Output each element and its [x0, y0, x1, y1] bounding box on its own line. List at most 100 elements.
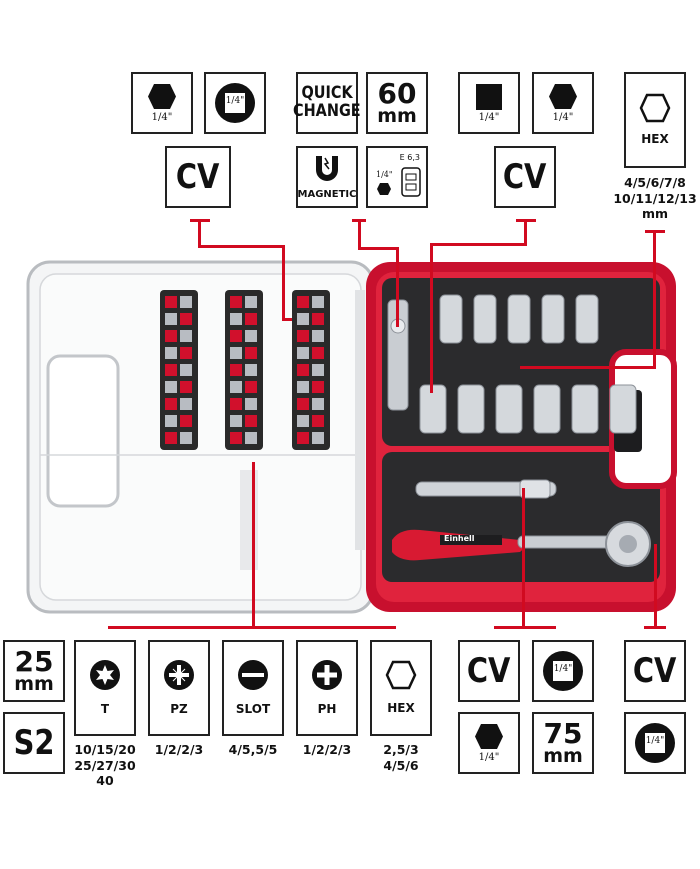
steel-grade-box: S2	[3, 712, 65, 774]
length-unit: mm	[543, 745, 583, 768]
screwdriver-bit	[180, 364, 192, 376]
screwdriver-bit	[180, 432, 192, 444]
screwdriver-bit	[180, 330, 192, 342]
extension-bar	[415, 479, 557, 499]
hex-holder-icon	[376, 182, 392, 196]
socket	[473, 294, 497, 344]
bit-length-box: 25 mm	[3, 640, 65, 702]
screwdriver-bit	[165, 381, 177, 393]
screwdriver-bit	[230, 364, 242, 376]
leader-line	[198, 219, 201, 247]
leader-line	[252, 462, 255, 628]
square-drive-size: 1/4"	[478, 111, 500, 123]
length-value: 75	[543, 716, 583, 750]
screwdriver-bit	[245, 432, 257, 444]
screwdriver-bit	[230, 347, 242, 359]
screwdriver-bit	[230, 398, 242, 410]
cv-box-bottom-b: CV	[624, 640, 686, 702]
cv-label: CV	[633, 651, 677, 691]
bit-length-unit: mm	[14, 673, 54, 696]
length-60mm-box: 60 mm	[366, 72, 428, 134]
screwdriver-bit	[230, 381, 242, 393]
hexagon-icon	[147, 83, 177, 110]
ratchet	[392, 521, 651, 567]
screwdriver-bit	[230, 296, 242, 308]
screwdriver-bit	[297, 330, 309, 342]
screwdriver-bit	[297, 364, 309, 376]
steel-grade: S2	[13, 723, 55, 763]
screwdriver-bit	[165, 398, 177, 410]
hex-bit-size: 1/4"	[151, 112, 173, 123]
leader-line	[520, 366, 656, 369]
screwdriver-bit	[297, 415, 309, 427]
bit-length-value: 25	[14, 644, 54, 678]
hex-drive-size: 1/4"	[478, 752, 500, 763]
screwdriver-bit	[230, 313, 242, 325]
length-value: 60	[377, 76, 417, 110]
hex-bit-sizes: 2,5/3 4/5/6	[383, 742, 419, 773]
socket	[457, 384, 485, 434]
bit-type-slot: SLOT	[222, 640, 284, 736]
hex-sizes-box: HEX	[624, 72, 686, 168]
hex-socket-box: 1/4"	[532, 72, 594, 134]
transparent-lid	[26, 260, 375, 614]
bit-type-hex: HEX	[370, 640, 432, 736]
cv-label: CV	[176, 157, 220, 197]
screwdriver-bit	[230, 415, 242, 427]
phillips-icon	[311, 659, 343, 691]
hex-label: HEX	[641, 132, 669, 147]
screwdriver-bit	[297, 398, 309, 410]
screwdriver-bit	[312, 364, 324, 376]
screwdriver-bit	[180, 381, 192, 393]
magnetic-box: MAGNETIC	[296, 146, 358, 208]
ratchet-brand: Einhell	[444, 534, 475, 543]
cv-box-top-left: CV	[165, 146, 231, 208]
screwdriver-bit	[245, 364, 257, 376]
square-socket-icon: 1/4"	[633, 721, 677, 765]
square-icon	[476, 83, 502, 110]
leader-line	[524, 219, 527, 245]
hexagon-icon	[474, 723, 504, 750]
phillips-sizes: 1/2/2/3	[302, 742, 352, 757]
cv-label: CV	[467, 651, 511, 691]
bit-type-label: T	[100, 702, 110, 717]
leader-line	[282, 318, 292, 321]
leader-line	[282, 245, 285, 320]
screwdriver-bit	[165, 313, 177, 325]
slot-icon	[237, 659, 269, 691]
socket	[439, 294, 463, 344]
screwdriver-bit	[230, 330, 242, 342]
screwdriver-bit	[180, 347, 192, 359]
leader-line	[358, 247, 398, 250]
socket	[609, 384, 637, 434]
screwdriver-bit	[180, 296, 192, 308]
socket	[533, 384, 561, 434]
hex-sizes-text: 4/5/6/7/8 10/11/12/13 mm	[613, 175, 697, 222]
screwdriver-bit	[312, 330, 324, 342]
bit-type-label: HEX	[387, 701, 415, 716]
cv-label: CV	[503, 157, 547, 197]
screwdriver-bit	[180, 398, 192, 410]
holder-frac: 1/4"	[376, 170, 393, 179]
screwdriver-bit	[245, 347, 257, 359]
leader-line	[494, 626, 556, 629]
screwdriver-bit	[165, 364, 177, 376]
socket-drive-box: 1/4"	[204, 72, 266, 134]
screwdriver-bit	[312, 381, 324, 393]
bit-type-pozidriv: PZ	[148, 640, 210, 736]
screwdriver-bit	[297, 347, 309, 359]
screwdriver-bit	[230, 432, 242, 444]
bit-shank-icon	[400, 166, 422, 198]
screwdriver-bit	[165, 432, 177, 444]
holder-standard: E 6,3	[399, 153, 420, 162]
leader-line	[108, 626, 396, 629]
screwdriver-bit	[297, 381, 309, 393]
magnet-icon	[312, 154, 342, 186]
leader-line	[358, 219, 361, 249]
screwdriver-bit	[180, 415, 192, 427]
screwdriver-bit	[297, 296, 309, 308]
screwdriver-bit	[245, 296, 257, 308]
cv-box-bottom-a: CV	[458, 640, 520, 702]
torx-icon	[89, 659, 121, 691]
leader-line	[430, 243, 527, 246]
